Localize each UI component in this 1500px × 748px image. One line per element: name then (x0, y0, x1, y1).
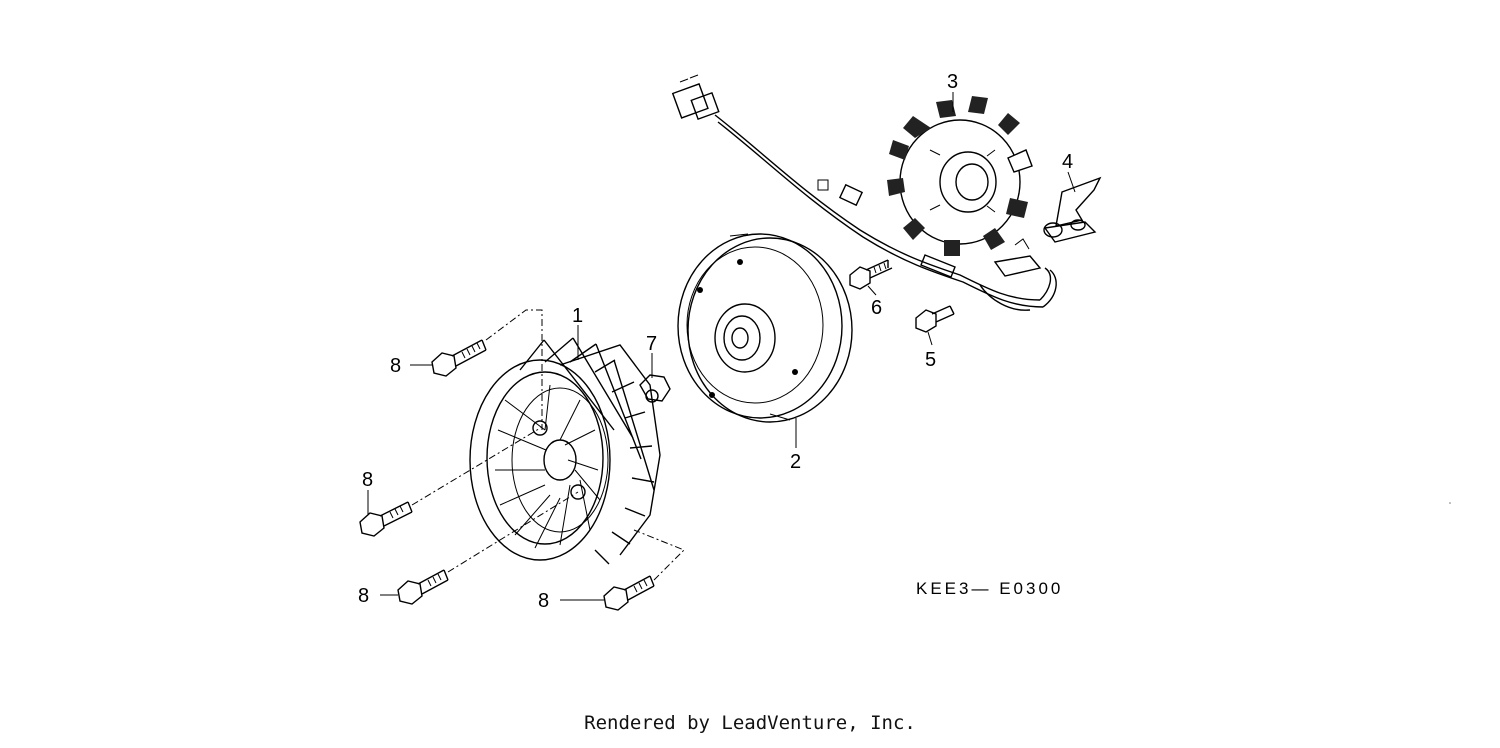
callout-5: 5 (925, 349, 936, 371)
callout-labels: 1 2 3 4 5 6 7 8 8 8 8 (358, 71, 1073, 612)
bolt-8b-illustration (359, 501, 413, 537)
callout-3: 3 (947, 71, 958, 93)
callout-8d: 8 (538, 590, 549, 612)
callout-6: 6 (871, 297, 882, 319)
leader-lines (367, 92, 1076, 601)
callout-8c: 8 (358, 585, 369, 607)
bolt-8c-illustration (397, 569, 449, 605)
bolt-8a-illustration (431, 339, 487, 377)
speck (1449, 502, 1451, 504)
diagram-code: KEE3— E0300 (916, 579, 1063, 598)
flywheel-illustration (677, 233, 853, 423)
callout-2: 2 (790, 451, 801, 473)
cooling-fan-illustration (469, 337, 661, 565)
alignment-lines (411, 309, 685, 581)
callout-4: 4 (1062, 151, 1073, 173)
bracket-illustration (1043, 176, 1102, 243)
callout-1: 1 (572, 305, 583, 327)
bolt-5-illustration (915, 305, 955, 333)
stator-illustration (671, 74, 1057, 311)
callout-8b: 8 (362, 469, 373, 491)
callout-7: 7 (646, 333, 657, 355)
footer-credit: Rendered by LeadVenture, Inc. (584, 712, 916, 734)
bolt-8d-illustration (603, 575, 655, 611)
callout-8a: 8 (390, 355, 401, 377)
bolt-6-illustration (849, 259, 893, 290)
nut-illustration (639, 374, 671, 403)
